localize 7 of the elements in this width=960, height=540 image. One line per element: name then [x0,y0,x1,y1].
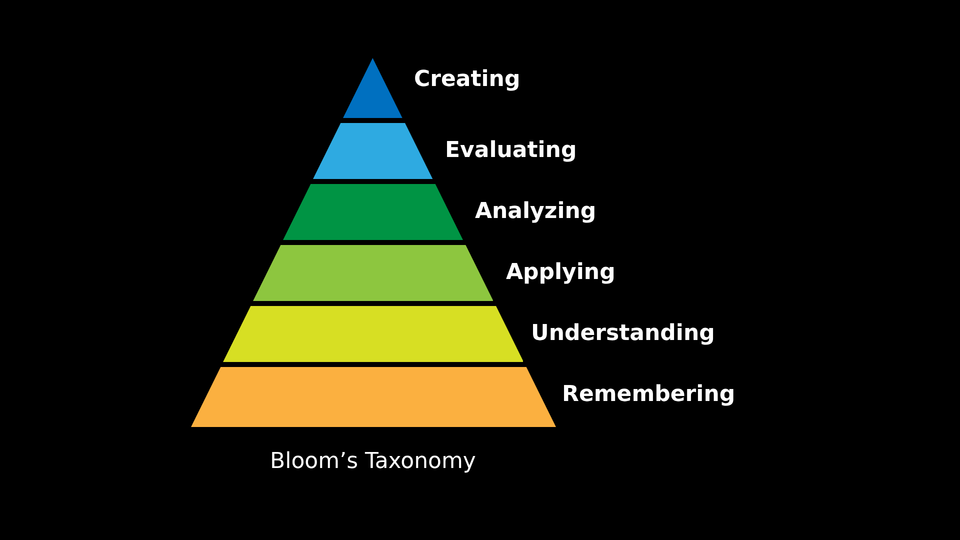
level-label: Understanding [530,321,715,347]
caption: Bloom’s Taxonomy [269,449,477,474]
level-label: Analyzing [474,199,596,225]
level-label: Evaluating [444,138,577,164]
level-label: Applying [506,260,616,286]
level-label: Remembering [562,382,736,408]
level-label: Creating [414,67,520,93]
